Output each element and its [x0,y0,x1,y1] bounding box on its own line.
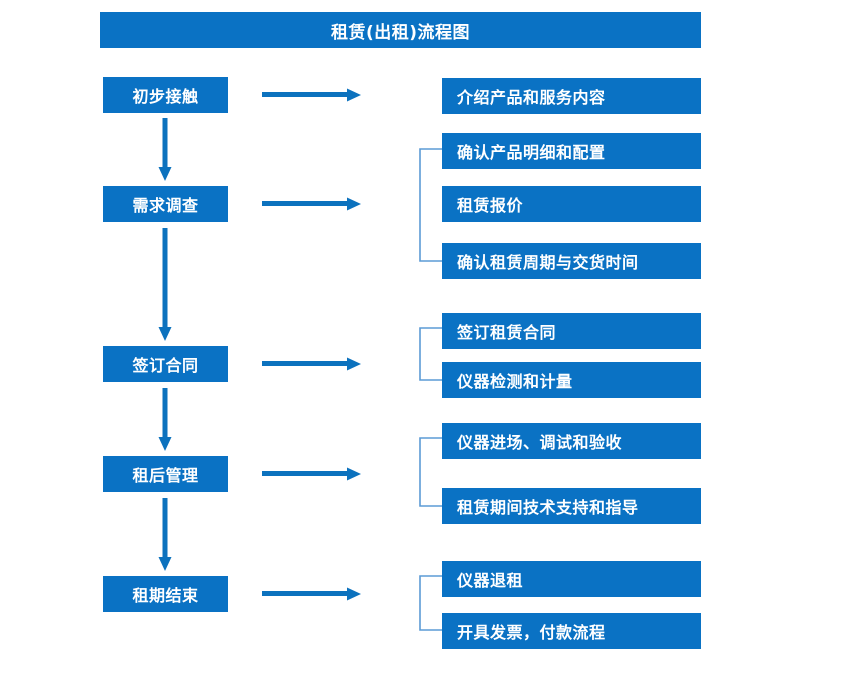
group-bracket-icon-3 [419,437,443,507]
horizontal-arrow-icon-5 [262,585,362,603]
detail-box-2[interactable]: 确认产品明细和配置 [442,133,701,169]
stage-box-2[interactable]: 需求调查 [103,186,228,222]
stage-box-3[interactable]: 签订合同 [103,346,228,382]
detail-box-6[interactable]: 仪器检测和计量 [442,362,701,398]
horizontal-arrow-icon-1 [262,86,362,104]
horizontal-arrow-icon-2 [262,195,362,213]
horizontal-arrow-icon-4 [262,465,362,483]
detail-box-9[interactable]: 仪器退租 [442,561,701,597]
vertical-arrow-icon-4 [158,498,172,572]
vertical-arrow-icon-3 [158,388,172,452]
vertical-arrow-icon-1 [158,118,172,182]
group-bracket-icon-1 [419,148,443,262]
detail-box-8[interactable]: 租赁期间技术支持和指导 [442,488,701,524]
detail-box-1[interactable]: 介绍产品和服务内容 [442,78,701,114]
vertical-arrow-icon-2 [158,228,172,342]
stage-box-1[interactable]: 初步接触 [103,77,228,113]
stage-box-4[interactable]: 租后管理 [103,456,228,492]
detail-box-7[interactable]: 仪器进场、调试和验收 [442,423,701,459]
group-bracket-icon-2 [419,327,443,381]
stage-box-5[interactable]: 租期结束 [103,576,228,612]
page-title: 租赁(出租)流程图 [100,12,701,48]
group-bracket-icon-4 [419,575,443,631]
horizontal-arrow-icon-3 [262,355,362,373]
detail-box-5[interactable]: 签订租赁合同 [442,313,701,349]
detail-box-10[interactable]: 开具发票，付款流程 [442,613,701,649]
detail-box-3[interactable]: 租赁报价 [442,186,701,222]
detail-box-4[interactable]: 确认租赁周期与交货时间 [442,243,701,279]
